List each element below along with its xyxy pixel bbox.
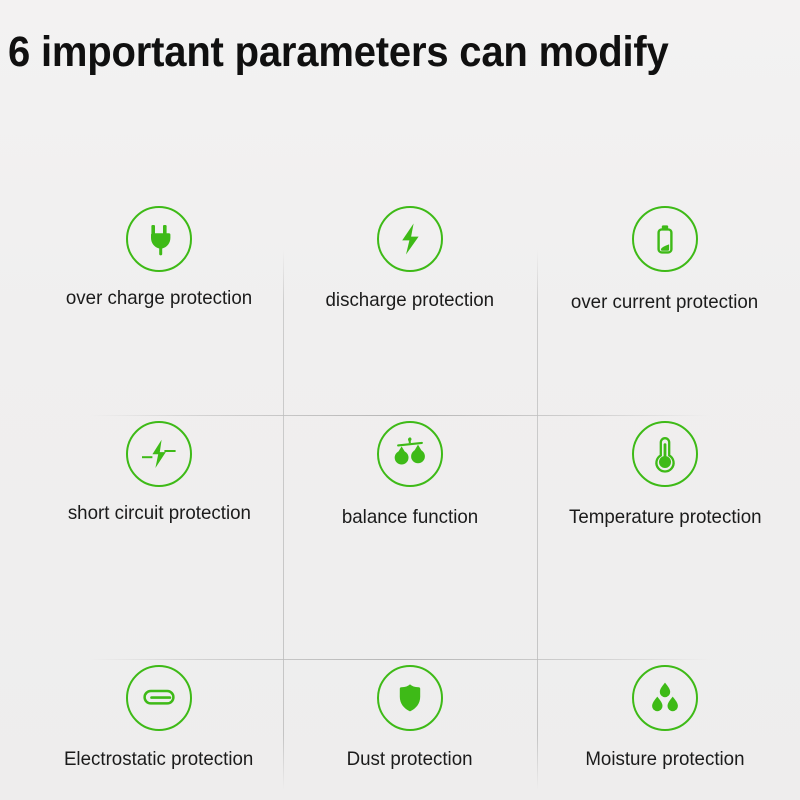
feature-cell-moisture-protection[interactable]: Moisture protection	[538, 665, 792, 771]
thermometer-icon	[632, 421, 698, 487]
battery-icon	[632, 206, 698, 272]
feature-label: Dust protection	[347, 748, 473, 770]
feature-label: discharge protection	[325, 289, 495, 311]
shield-icon	[377, 665, 443, 731]
grid-divider-vertical-1	[283, 250, 284, 790]
feature-cell-balance-function[interactable]: balance function	[283, 421, 537, 529]
feature-cell-electrostatic-protection[interactable]: Electrostatic protection	[32, 665, 286, 771]
water-droplets-icon	[632, 665, 698, 731]
feature-label: over charge protection	[65, 287, 253, 309]
feature-label: Moisture protection	[585, 748, 745, 770]
grid-divider-horizontal-1	[90, 415, 710, 416]
feature-label: Temperature protection	[568, 506, 762, 528]
grid-divider-horizontal-2	[90, 659, 710, 660]
feature-label: over current protection	[571, 291, 759, 313]
feature-cell-discharge-protection[interactable]: discharge protection	[283, 206, 537, 312]
grid-divider-vertical-2	[537, 250, 538, 790]
feature-label: Electrostatic protection	[64, 748, 254, 770]
feature-cell-short-circuit-protection[interactable]: short circuit protection	[32, 421, 286, 525]
power-plug-icon	[126, 206, 192, 272]
feature-cell-dust-protection[interactable]: Dust protection	[283, 665, 537, 771]
electrostatic-icon	[126, 665, 192, 731]
balance-scale-icon	[377, 421, 443, 487]
lightning-bolt-icon	[377, 206, 443, 272]
feature-label: short circuit protection	[67, 502, 251, 524]
feature-label: balance function	[341, 506, 479, 528]
feature-cell-over-current-protection[interactable]: over current protection	[538, 206, 792, 314]
feature-cell-temperature-protection[interactable]: Temperature protection	[538, 421, 792, 529]
page-title: 6 important parameters can modify	[8, 28, 669, 76]
short-circuit-icon	[126, 421, 192, 487]
feature-cell-over-charge-protection[interactable]: over charge protection	[32, 206, 286, 310]
